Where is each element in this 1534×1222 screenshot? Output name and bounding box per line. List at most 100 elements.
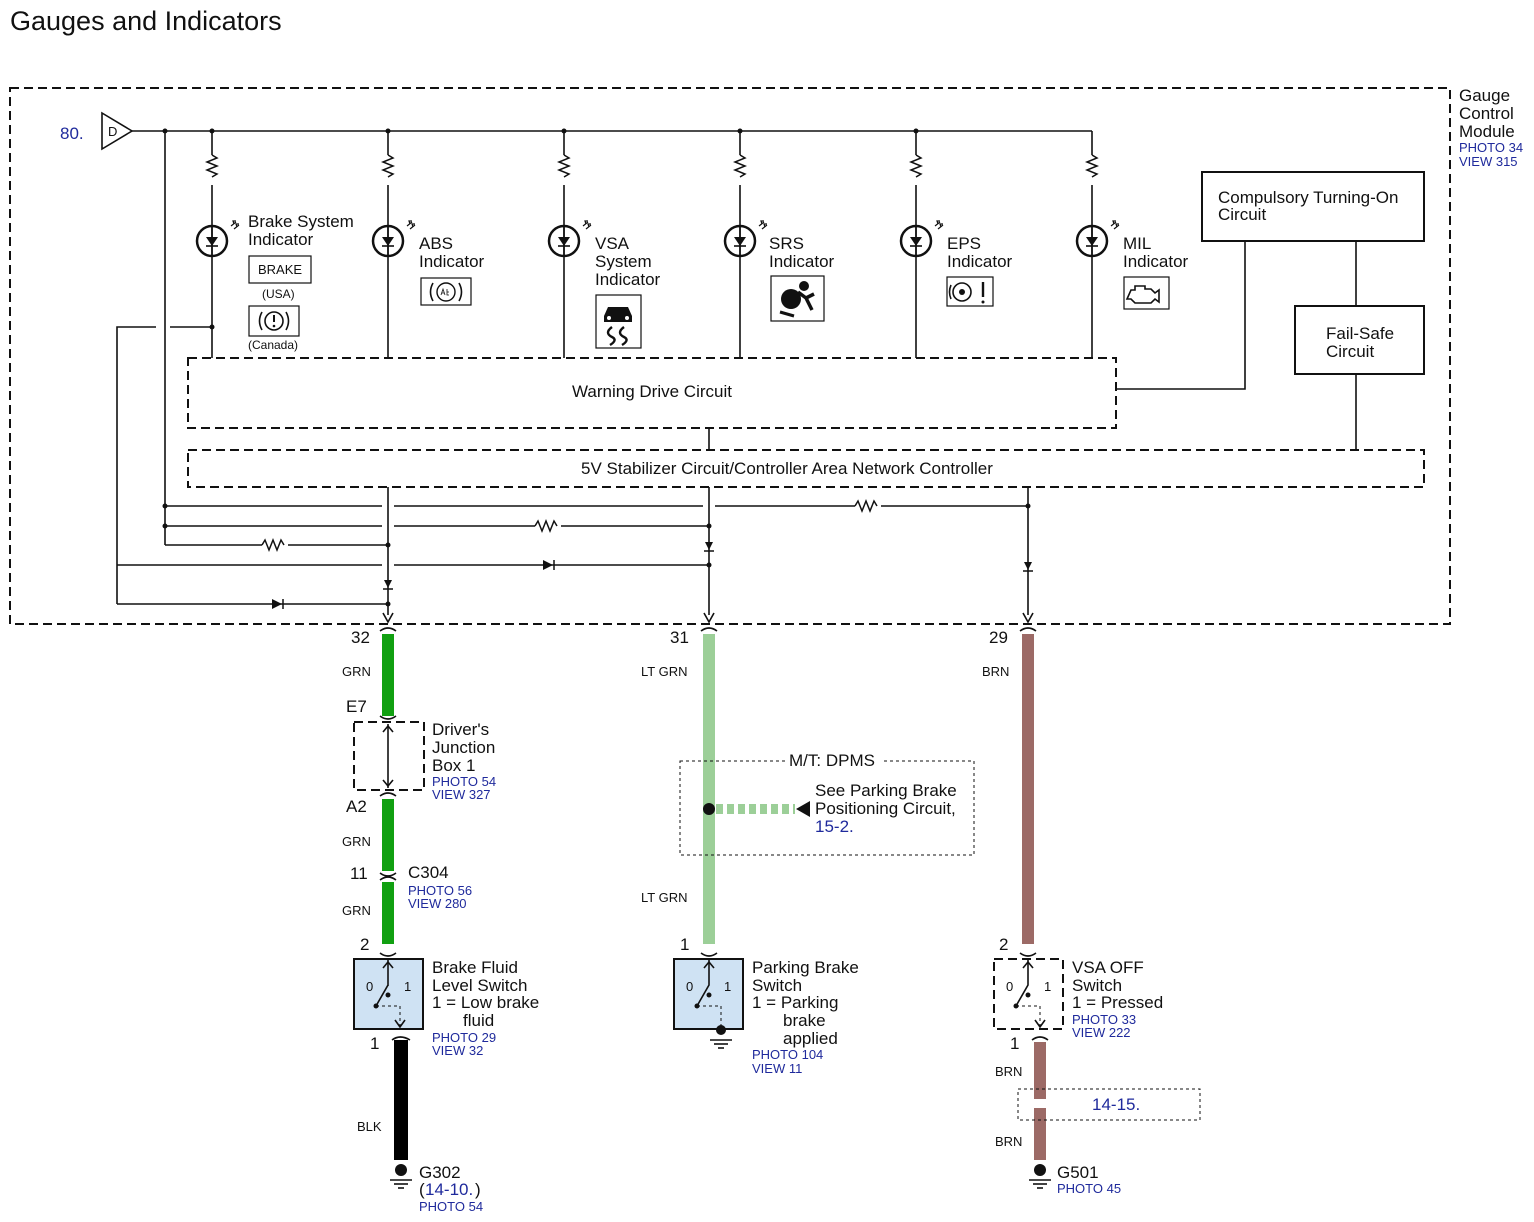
middle-color-label-1: LT GRN <box>641 664 687 679</box>
vsa-switch-label-1: VSA OFF <box>1072 958 1144 977</box>
vsa-switch-photo-link[interactable]: PHOTO 33 <box>1072 1012 1136 1027</box>
vsa-off-switch[interactable] <box>993 958 1064 1030</box>
indicator-column-srs <box>723 131 769 358</box>
abs-indicator-label-1: ABS <box>419 234 453 253</box>
parking-switch-label-1: Parking Brake <box>752 958 859 977</box>
connector-pin-11: 11 <box>350 864 368 883</box>
vsa-indicator-label-2: System <box>595 252 652 271</box>
brake-switch-pos-0: 0 <box>366 979 373 994</box>
srs-airbag-icon <box>770 275 825 322</box>
module-photo-link[interactable]: PHOTO 34 <box>1459 140 1523 155</box>
grn-wire-segment-3 <box>382 882 394 944</box>
ground-g302: G302 <box>419 1163 461 1182</box>
engine-check-icon <box>1123 276 1170 310</box>
vsa-switch-bottom-pin: 1 <box>1010 1034 1019 1053</box>
srs-indicator-label-2: Indicator <box>769 252 835 271</box>
right-color-label-1: BRN <box>982 664 1009 679</box>
indicator-column-vsa <box>547 131 593 358</box>
srs-indicator-label-1: SRS <box>769 234 804 253</box>
right-color-label-3: BRN <box>995 1134 1022 1149</box>
module-view-link[interactable]: VIEW 315 <box>1459 154 1518 169</box>
connector-photo-link[interactable]: PHOTO 56 <box>408 883 472 898</box>
brake-switch-label-2: Level Switch <box>432 976 527 995</box>
vsa-switch-label-2: Switch <box>1072 976 1122 995</box>
abs-indicator-label-2: Indicator <box>419 252 485 271</box>
jbox-label-1: Driver's <box>432 720 489 739</box>
left-wire-circuit <box>353 627 425 1189</box>
vsa-skid-icon <box>595 294 642 349</box>
parking-switch-pos-0: 0 <box>686 979 693 994</box>
jbox-view-link[interactable]: VIEW 327 <box>432 787 491 802</box>
brake-switch-photo-link[interactable]: PHOTO 29 <box>432 1030 496 1045</box>
module-name-line-1: Gauge <box>1459 86 1510 105</box>
blk-color-label: BLK <box>357 1119 382 1134</box>
dpms-ref-link[interactable]: 15-2. <box>815 817 854 836</box>
parking-switch-ground-icon <box>709 1039 733 1049</box>
ground-g501-photo-link[interactable]: PHOTO 45 <box>1057 1181 1121 1196</box>
brn-wire-segment-2 <box>1034 1042 1046 1099</box>
jbox-label-3: Box 1 <box>432 756 475 775</box>
ref-14-15-link[interactable]: 14-15. <box>1092 1095 1140 1114</box>
stabilizer-label: 5V Stabilizer Circuit/Controller Area Ne… <box>581 459 993 478</box>
vsa-switch-view-link[interactable]: VIEW 222 <box>1072 1025 1131 1040</box>
parking-switch-pos-1: 1 <box>724 979 731 994</box>
parking-switch-label-2: Switch <box>752 976 802 995</box>
dpms-title: M/T: DPMS <box>789 751 875 770</box>
indicator-column-eps <box>899 131 945 358</box>
parking-switch-label-3: 1 = Parking <box>752 993 838 1012</box>
vsa-indicator-label-3: Indicator <box>595 270 661 289</box>
brake-indicator-label-1: Brake System <box>248 212 354 231</box>
right-wire-circuit <box>993 627 1201 1189</box>
left-color-label-2: GRN <box>342 834 371 849</box>
ground-g501-icon <box>1028 1179 1052 1189</box>
middle-wire-circuit <box>673 627 975 1049</box>
compulsory-label-1: Compulsory Turning-On <box>1218 188 1398 207</box>
stabilizer-can-controller <box>187 449 1425 488</box>
brake-indicator-label-2: Indicator <box>248 230 314 249</box>
gauge-control-module <box>9 87 1451 625</box>
jbox-photo-link[interactable]: PHOTO 54 <box>432 774 496 789</box>
ground-g302-ref-open: ( <box>419 1180 425 1199</box>
page-title: Gauges and Indicators <box>10 6 282 36</box>
input-ref-link[interactable]: 80. <box>60 124 84 143</box>
left-color-label-3: GRN <box>342 903 371 918</box>
connector-view-link[interactable]: VIEW 280 <box>408 896 467 911</box>
dpms-label-2: Positioning Circuit, <box>815 799 956 818</box>
brake-switch-view-link[interactable]: VIEW 32 <box>432 1043 483 1058</box>
ground-g302-ref-link[interactable]: 14-10. <box>425 1180 473 1199</box>
internal-wiring <box>116 131 1034 624</box>
jbox-top-pin: E7 <box>346 697 367 716</box>
brake-usa-text: BRAKE <box>258 262 302 277</box>
brake-switch-label-3: 1 = Low brake <box>432 993 539 1012</box>
mil-indicator-label-2: Indicator <box>1123 252 1189 271</box>
parking-switch-label-5: applied <box>783 1029 838 1048</box>
indicator-column-abs <box>371 131 417 358</box>
jbox-label-2: Junction <box>432 738 495 757</box>
jbox-bottom-pin: A2 <box>346 797 367 816</box>
middle-pin-31: 31 <box>670 628 689 647</box>
parking-switch-view-link[interactable]: VIEW 11 <box>752 1061 802 1076</box>
module-name-line-2: Control <box>1459 104 1514 123</box>
input-triangle-icon <box>101 111 134 151</box>
brake-switch-label-1: Brake Fluid <box>432 958 518 977</box>
grn-wire-segment-1 <box>382 634 394 716</box>
abs-icon <box>420 277 472 306</box>
lt-grn-wire <box>703 634 715 944</box>
brn-wire-segment-3 <box>1034 1108 1046 1160</box>
vsa-switch-pos-1: 1 <box>1044 979 1051 994</box>
ground-g302-photo-link[interactable]: PHOTO 54 <box>419 1199 483 1214</box>
left-color-label-1: GRN <box>342 664 371 679</box>
drivers-junction-box <box>353 721 425 791</box>
parking-switch-photo-link[interactable]: PHOTO 104 <box>752 1047 823 1062</box>
compulsory-turning-on-circuit <box>1201 171 1425 242</box>
brake-usa-label: (USA) <box>262 287 295 301</box>
right-pin-29: 29 <box>989 628 1008 647</box>
brake-canada-label: (Canada) <box>248 338 298 352</box>
failsafe-label-2: Circuit <box>1326 342 1374 361</box>
vsa-switch-pos-0: 0 <box>1006 979 1013 994</box>
brake-warning-icon: BRAKE (USA) (Canada) <box>248 255 312 352</box>
ground-g302-ref-close: ) <box>475 1180 481 1199</box>
dpms-label-1: See Parking Brake <box>815 781 957 800</box>
fail-safe-circuit <box>1294 305 1425 375</box>
